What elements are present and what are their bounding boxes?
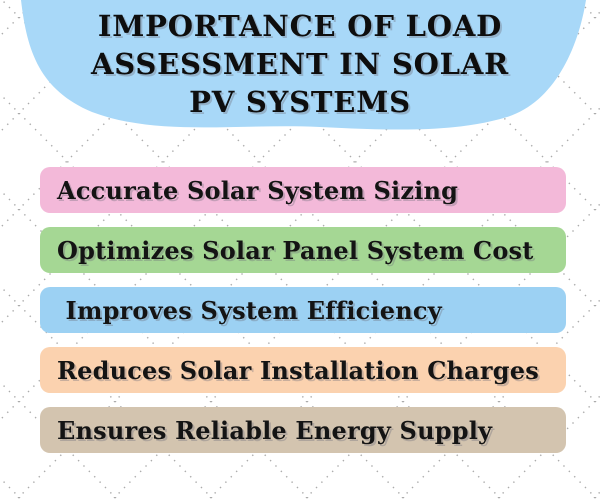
page-title-line: ASSESSMENT IN SOLAR: [90, 47, 510, 81]
benefit-label: Improves System Efficiency: [57, 295, 442, 325]
benefit-bar: Ensures Reliable Energy Supply: [40, 407, 566, 453]
header-blob: [21, 0, 586, 130]
benefit-bar: Optimizes Solar Panel System Cost: [40, 227, 566, 273]
benefit-label: Reduces Solar Installation Charges: [57, 355, 539, 385]
benefit-label: Ensures Reliable Energy Supply: [57, 415, 493, 445]
benefit-list: Accurate Solar System Sizing Optimizes S…: [40, 167, 566, 453]
benefit-label: Accurate Solar System Sizing: [57, 175, 459, 205]
benefit-bar: Reduces Solar Installation Charges: [40, 347, 566, 393]
benefit-label: Optimizes Solar Panel System Cost: [57, 235, 534, 265]
benefit-bar: Accurate Solar System Sizing: [40, 167, 566, 213]
page-title-line: PV SYSTEMS: [189, 85, 411, 119]
page-title: IMPORTANCE OF LOAD ASSESSMENT IN SOLAR P…: [0, 7, 600, 121]
header-blob-shape: [21, 0, 586, 130]
benefit-bar: Improves System Efficiency: [40, 287, 566, 333]
page-title-line: IMPORTANCE OF LOAD: [97, 9, 503, 43]
